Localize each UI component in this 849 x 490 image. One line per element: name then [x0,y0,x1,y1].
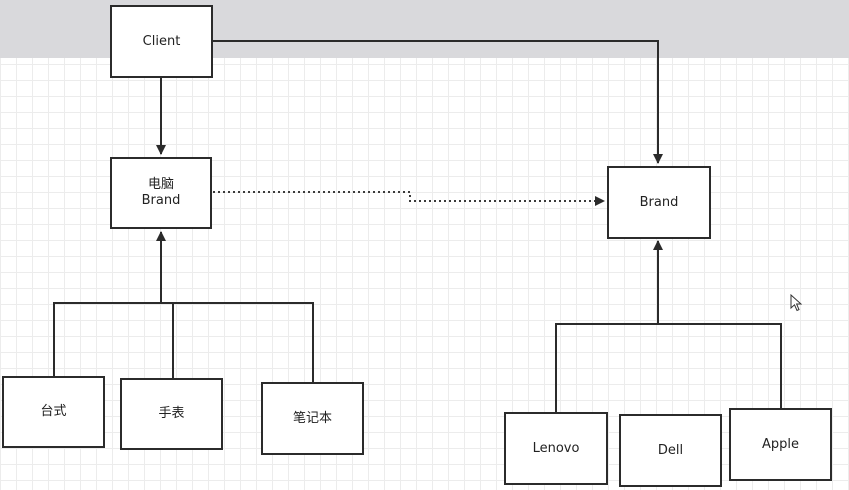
edge-computer-to-brand-dotted [213,191,605,206]
node-client-label: Client [142,33,181,49]
node-desktop[interactable]: 台式 [2,376,105,448]
node-dell[interactable]: Dell [619,414,722,487]
node-watch-label: 手表 [158,406,185,421]
node-lenovo[interactable]: Lenovo [504,412,608,485]
edge-client-to-brand [213,40,663,164]
node-apple[interactable]: Apple [729,408,832,481]
node-computer-label-line1: 电脑 [147,177,174,192]
node-client[interactable]: Client [110,5,213,78]
node-computer-label-line2: Brand [141,193,181,208]
node-notebook-label: 笔记本 [292,410,332,426]
node-watch[interactable]: 手表 [120,378,223,450]
node-brand[interactable]: Brand [607,166,711,239]
node-desktop-label: 台式 [40,404,67,419]
node-computer-label: 电脑 Brand [142,177,181,209]
node-notebook[interactable]: 笔记本 [261,382,364,455]
node-apple-label: Apple [761,436,799,452]
node-brand-label: Brand [639,194,679,210]
node-dell-label: Dell [657,442,684,458]
node-lenovo-label: Lenovo [532,440,580,456]
mouse-pointer-icon [790,294,802,312]
node-computer-brand[interactable]: 电脑 Brand [110,157,212,229]
